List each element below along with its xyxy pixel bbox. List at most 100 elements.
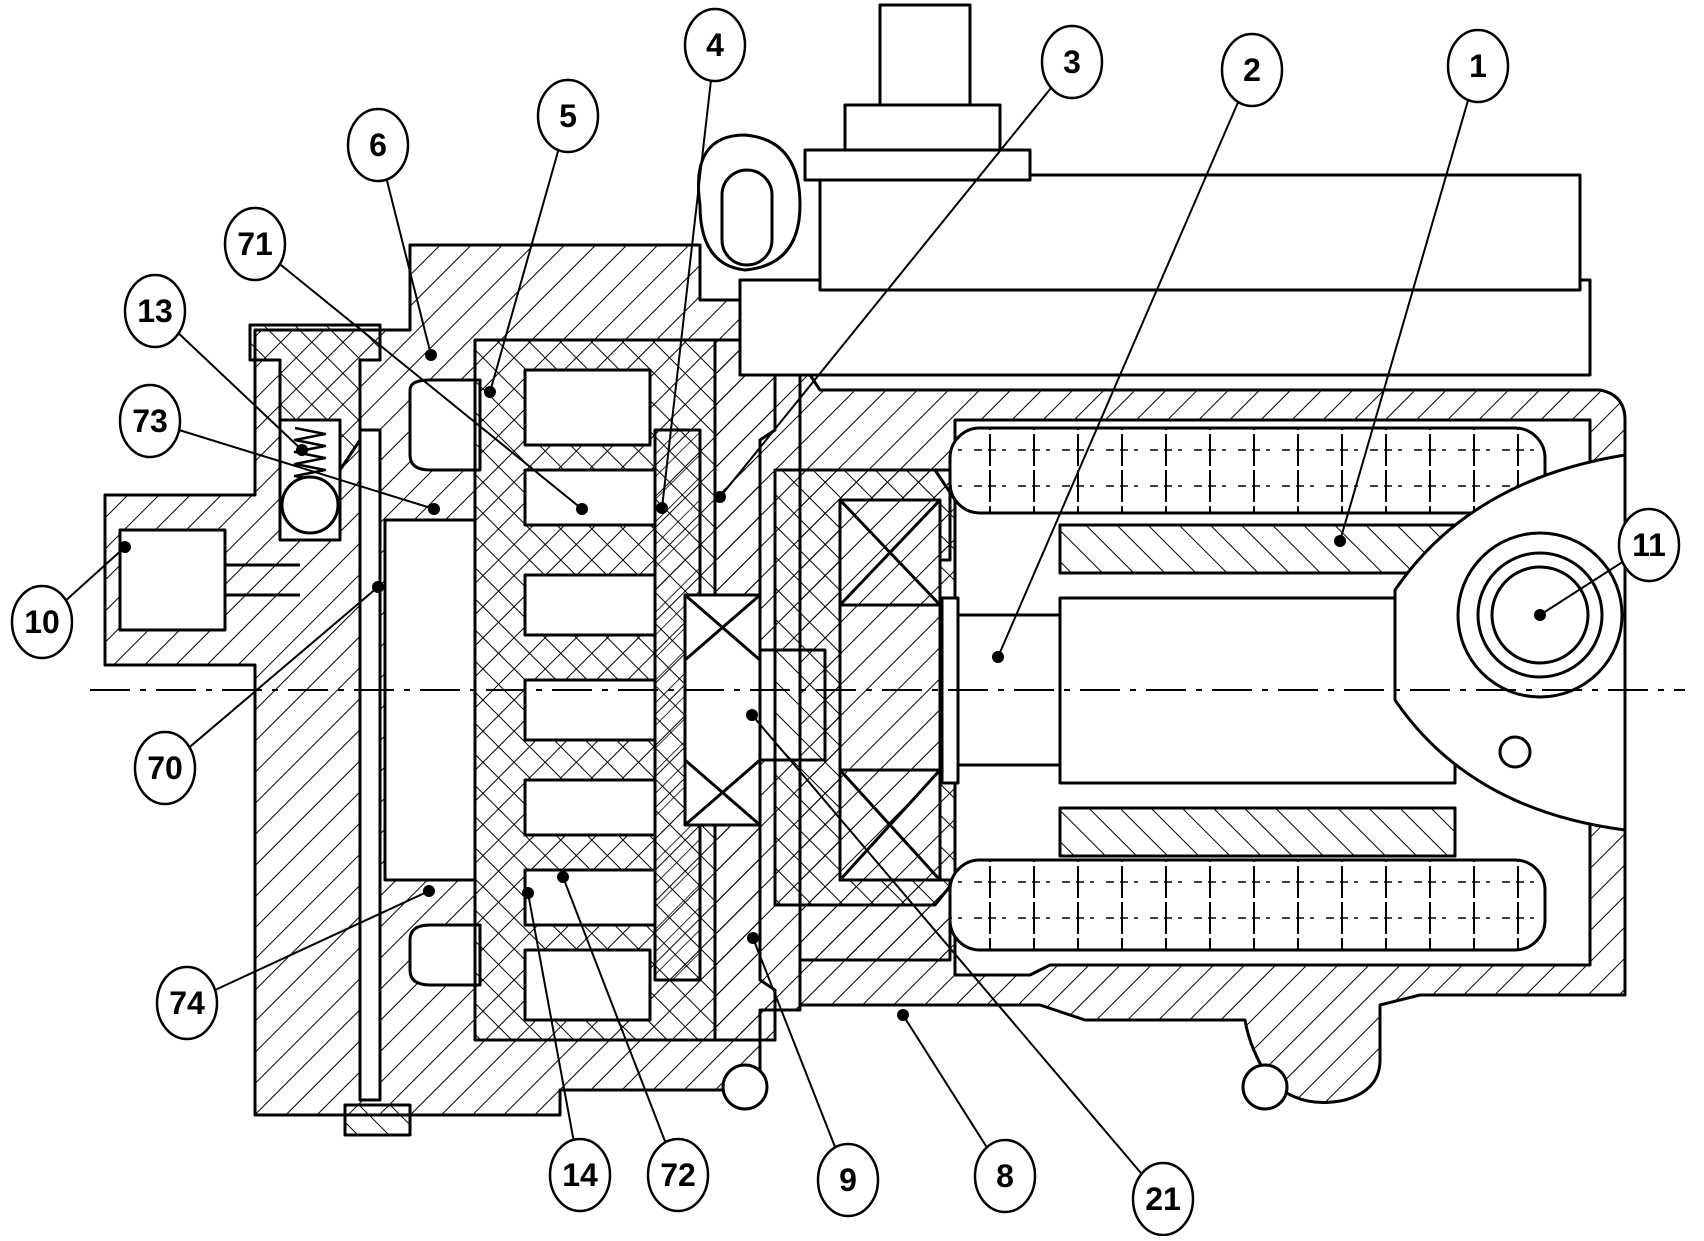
callout-label-6: 6 xyxy=(369,127,387,163)
callout-balloon-9 xyxy=(816,1142,880,1218)
callout-11: 11 xyxy=(1534,507,1681,621)
leader-dot-5 xyxy=(484,386,496,398)
leader-line-73 xyxy=(178,428,435,510)
leader-dot-10 xyxy=(119,541,131,553)
mount-lug-right xyxy=(1241,1063,1289,1111)
leader-line-6 xyxy=(384,173,432,356)
leader-dot-73 xyxy=(428,503,440,515)
callout-balloon-72 xyxy=(646,1137,710,1213)
rotor-lower xyxy=(1058,806,1457,858)
leader-dot-2 xyxy=(992,651,1004,663)
leader-dot-11 xyxy=(1534,609,1546,621)
callout-balloon-8 xyxy=(973,1138,1037,1214)
callout-label-5: 5 xyxy=(559,98,577,134)
callout-13: 13 xyxy=(123,273,308,456)
leader-line-13 xyxy=(176,330,303,451)
callout-70: 70 xyxy=(133,581,384,806)
callout-balloon-6 xyxy=(346,107,410,183)
leader-line-71 xyxy=(277,262,583,510)
callout-label-2: 2 xyxy=(1243,52,1261,88)
controller-board xyxy=(818,173,1582,292)
leader-line-5 xyxy=(489,144,561,393)
callout-label-1: 1 xyxy=(1469,48,1487,84)
leader-dot-3 xyxy=(714,491,726,503)
bearing-left-x4 xyxy=(684,758,761,827)
leader-dot-72 xyxy=(557,871,569,883)
callout-label-21: 21 xyxy=(1145,1181,1181,1217)
leader-line-8 xyxy=(902,1014,990,1152)
callout-label-73: 73 xyxy=(132,403,168,439)
callout-5: 5 xyxy=(484,78,600,398)
upper-chamber xyxy=(408,378,482,472)
leader-dot-8 xyxy=(897,1009,909,1021)
leader-dot-74 xyxy=(423,885,435,897)
callout-balloon-21 xyxy=(1131,1161,1195,1237)
inlet-port xyxy=(118,528,227,632)
callout-balloon-11 xyxy=(1617,507,1681,583)
leader-dot-71 xyxy=(576,503,588,515)
leader-dot-4 xyxy=(656,502,668,514)
callout-balloon-3 xyxy=(1040,24,1104,100)
callout-72: 72 xyxy=(557,871,710,1213)
leader-line-2 xyxy=(997,97,1242,658)
callout-balloon-74 xyxy=(155,965,219,1041)
callout-14: 14 xyxy=(522,887,612,1213)
callout-74: 74 xyxy=(155,885,435,1041)
gear-tooth-5 xyxy=(523,778,657,837)
callout-balloon-71 xyxy=(223,206,287,282)
callout-balloon-2 xyxy=(1220,32,1284,108)
leader-line-72 xyxy=(562,876,669,1148)
gear-tooth-3 xyxy=(523,573,657,637)
leader-line-9 xyxy=(752,937,838,1153)
leader-dot-6 xyxy=(425,349,437,361)
stator-coil-bottom xyxy=(948,858,1547,952)
leader-line-70 xyxy=(187,586,379,750)
callout-label-3: 3 xyxy=(1063,44,1081,80)
callout-21: 21 xyxy=(746,709,1195,1237)
callout-label-74: 74 xyxy=(169,985,205,1021)
callout-3: 3 xyxy=(714,24,1104,503)
connector-base xyxy=(843,103,1002,152)
callout-label-71: 71 xyxy=(237,226,273,262)
callout-layer: 1 2 3 4 5 6 71 13 73 10 70 74 11 14 72 9 8 21 xyxy=(10,7,1681,1237)
mount-hole xyxy=(1498,735,1532,769)
callout-label-10: 10 xyxy=(24,604,60,640)
callout-balloon-13 xyxy=(123,273,187,349)
leader-dot-14 xyxy=(522,887,534,899)
leader-dot-9 xyxy=(747,932,759,944)
callout-1: 1 xyxy=(1334,28,1510,547)
controller-cover xyxy=(738,278,1592,377)
leader-line-1 xyxy=(1339,94,1471,542)
inner-cavity xyxy=(383,518,477,882)
connector-mid xyxy=(1476,551,1604,679)
leader-line-14 xyxy=(527,892,576,1146)
bearing-left-x2 xyxy=(684,593,761,662)
callout-label-11: 11 xyxy=(1632,527,1666,563)
leader-line-3 xyxy=(719,84,1054,498)
leader-dot-1 xyxy=(1334,535,1346,547)
port-plate xyxy=(653,428,702,982)
leader-line-4 xyxy=(661,74,713,509)
callout-balloon-4 xyxy=(683,7,747,83)
callout-71: 71 xyxy=(223,206,588,515)
callout-2: 2 xyxy=(992,32,1284,663)
callout-balloon-14 xyxy=(548,1137,612,1213)
callout-label-4: 4 xyxy=(706,27,724,63)
callout-label-70: 70 xyxy=(147,750,183,786)
drawing-geometry xyxy=(103,3,1627,1137)
callout-balloon-1 xyxy=(1446,28,1510,104)
callout-9: 9 xyxy=(747,932,880,1218)
gear-tooth-bottom xyxy=(523,948,652,1022)
callout-balloon-73 xyxy=(118,383,182,459)
callout-label-9: 9 xyxy=(839,1162,857,1198)
leader-line-74 xyxy=(213,890,430,992)
leader-dot-13 xyxy=(296,444,308,456)
callout-label-72: 72 xyxy=(660,1157,696,1193)
leader-line-11 xyxy=(1539,560,1625,616)
callout-label-13: 13 xyxy=(137,293,173,329)
leader-line-10 xyxy=(63,546,126,603)
callout-label-14: 14 xyxy=(562,1157,598,1193)
connector-inner xyxy=(1490,565,1590,665)
callout-label-8: 8 xyxy=(996,1158,1014,1194)
